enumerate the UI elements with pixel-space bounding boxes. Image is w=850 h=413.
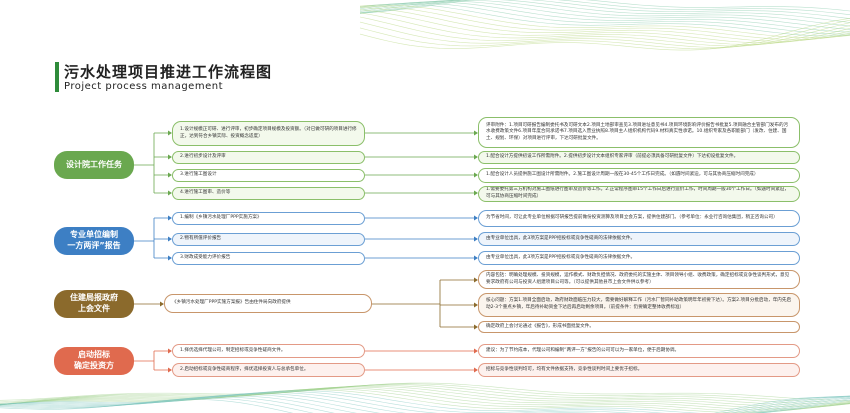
detail-design-2: 1.配合设计方提供初设工作所需附件。2.提供初步设计文本组织专家评审（前提必须具… bbox=[478, 151, 800, 164]
detail-design-4: 1.需要委托第三方机构对施工图纸进行图审及造价等工作。2.正常程序图审15个工作… bbox=[478, 186, 800, 202]
step-design-3: 3.进行施工图设计 bbox=[172, 169, 365, 182]
detail-bidding-2: 招标与竞争性谈判均可，均有文件依据支持，竞争性谈判时间上要优于招标。 bbox=[478, 363, 800, 377]
detail-prof-1: 为节省时间，可让此专业单位根据可研报告提前做份投资测算及项目立会方案，提供住建部… bbox=[478, 210, 800, 227]
step-design-1: 1.设计规模正可研、进行评审，初步确定项目规模及投资额。（对已做可研的项目进行修… bbox=[172, 121, 365, 146]
detail-prof-3: 由专业单位出具，此3项方案是PPP招投标或竞争性磋商的法律依据文件。 bbox=[478, 251, 800, 265]
page-subtitle: Project process management bbox=[64, 81, 223, 92]
detail-housing-2: 核心问题：方案1.项目全面启动，政府财政面临压力较大，需要做好解释工作（污水厂暂… bbox=[478, 293, 800, 317]
category-housing-bureau: 住建局报政府 上会文件 bbox=[54, 290, 134, 318]
detail-design-1: 评审附件：1.项目可研报告编制委托书及可研文本2.项目土地部审查见3.项目进址意… bbox=[478, 117, 800, 148]
step-prof-2: 2.物有所值评价报告 bbox=[172, 233, 365, 246]
category-bidding: 启动招标 确定投资方 bbox=[54, 347, 134, 375]
detail-design-3: 1.配合设计人员提供施工图设计所需附件。2.施工图设计周期一般在30-45个工作… bbox=[478, 168, 800, 183]
category-design-institute: 设计院工作任务 bbox=[54, 151, 134, 179]
step-housing-1: 《乡镇污水处理厂PPP实施方案报》告由住件局向政府提供 bbox=[164, 294, 372, 313]
step-design-2: 2.进行初步设计及评审 bbox=[172, 151, 365, 164]
detail-housing-3: 确定政府上会讨论通过《报告》，形成书面批复文件。 bbox=[478, 321, 800, 333]
detail-housing-1: 内容包括：明确处理规模、投资规模，运作模式、财政负担情况、政府委托的实施主体、项… bbox=[478, 270, 800, 289]
detail-prof-2: 由专业单位出具，此3项方案是PPP招投标或竞争性磋商的法律依据文件。 bbox=[478, 232, 800, 246]
step-prof-1: 1.编制《乡镇污水处理厂PPP实施方案》 bbox=[172, 212, 365, 225]
detail-bidding-1: 建议：为了节约成本，代理公司和编制“两评一方”报告的公司可以为一家单位，便于后期… bbox=[478, 344, 800, 358]
page-title: 污水处理项目推进工作流程图 bbox=[64, 63, 273, 81]
step-design-4: 4.进行施工图审、造价等 bbox=[172, 187, 365, 200]
category-professional-unit: 专业单位编制 一方两评”报告 bbox=[54, 227, 134, 255]
step-prof-3: 3.财政成受能力评价报告 bbox=[172, 252, 365, 265]
step-bidding-2: 2.启动招标或竞争性磋商程序，择优选择投资人与总承包单位。 bbox=[172, 363, 365, 377]
title-accent-bar bbox=[55, 62, 59, 92]
step-bidding-1: 1.择优选择代理公司，制定招标或竞争性磋商文件。 bbox=[172, 344, 365, 358]
